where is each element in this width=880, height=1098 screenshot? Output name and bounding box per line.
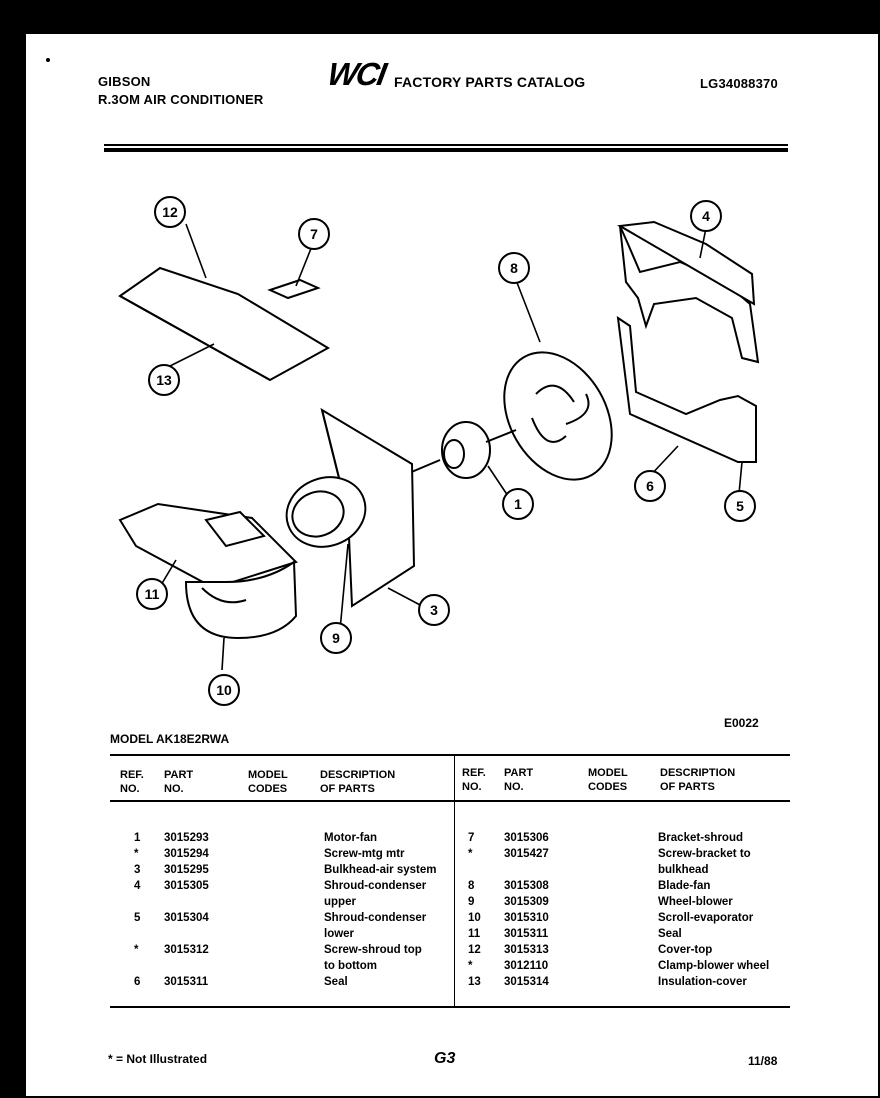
catalog-page: GIBSON R.3OM AIR CONDITIONER WCI FACTORY… (26, 34, 878, 1096)
header-rule-top (104, 144, 788, 146)
callout-8: 8 (498, 252, 530, 284)
callout-13: 13 (148, 364, 180, 396)
header-rule-bottom (104, 148, 788, 152)
scroll-evaporator-shape (184, 560, 298, 640)
callout-4: 4 (690, 200, 722, 232)
callout-11: 11 (136, 578, 168, 610)
callout-12: 12 (154, 196, 186, 228)
catalog-title: FACTORY PARTS CATALOG (394, 74, 586, 90)
scan-dot (46, 58, 50, 62)
callout-7: 7 (298, 218, 330, 250)
product-type: R.3OM AIR CONDITIONER (98, 92, 264, 107)
callout-10: 10 (208, 674, 240, 706)
brand-name: GIBSON (98, 74, 151, 89)
table-rule-bottom (110, 1006, 790, 1008)
catalog-number: LG34088370 (700, 76, 778, 91)
col-ref-no: REF.NO. (120, 769, 144, 795)
footnote: * = Not Illustrated (108, 1052, 208, 1066)
callout-5: 5 (724, 490, 756, 522)
exploded-parts-diagram (118, 220, 760, 671)
shroud-upper-shape (619, 225, 760, 364)
revision-date: 11/88 (748, 1054, 778, 1068)
table-rule-header (110, 800, 790, 802)
callout-6: 6 (634, 470, 666, 502)
table-divider (454, 754, 455, 1008)
shroud-lower-shape (616, 315, 757, 463)
diagram-code: E0022 (724, 716, 759, 730)
bracket-shroud-shape (267, 278, 321, 300)
blade-fan-shape (503, 351, 613, 481)
callout-1: 1 (502, 488, 534, 520)
callout-3: 3 (418, 594, 450, 626)
model-label: MODEL AK18E2RWA (110, 732, 230, 746)
table-rule-top (110, 754, 790, 756)
callout-9: 9 (320, 622, 352, 654)
col-ref-no-right: REF.NO. (462, 767, 486, 793)
page-code: G3 (434, 1050, 456, 1067)
